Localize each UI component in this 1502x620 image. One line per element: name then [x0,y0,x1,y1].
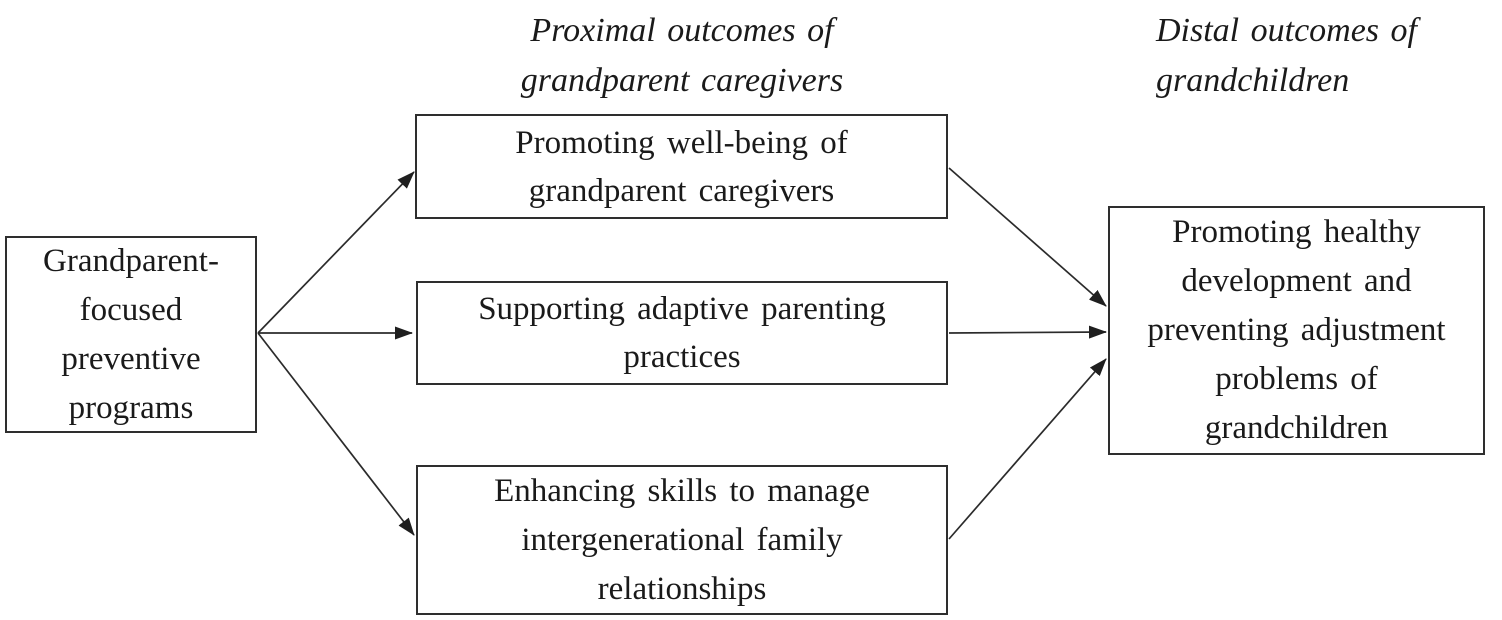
node-supporting-adaptive-parenting: Supporting adaptive parenting practices [416,281,948,385]
arrow-programs-to-wellbeing [257,171,415,334]
column-header-distal-outcomes: Distal outcomes of grandchildren [1156,12,1417,99]
arrow-skills-to-grandchildren [948,358,1107,540]
node-grandparent-focused-programs: Grandparent- focused preventive programs [5,236,257,433]
arrow-parenting-to-grandchildren [948,325,1107,339]
column-header-proximal-outcomes: Proximal outcomes of grandparent caregiv… [520,12,844,99]
node-promoting-wellbeing: Promoting well-being of grandparent care… [415,114,948,219]
arrow-programs-to-skills [257,332,415,536]
arrow-wellbeing-to-grandchildren [948,167,1107,307]
node-enhancing-skills: Enhancing skills to manage intergenerati… [416,465,948,615]
node-promoting-healthy-development: Promoting healthy development and preven… [1108,206,1485,455]
